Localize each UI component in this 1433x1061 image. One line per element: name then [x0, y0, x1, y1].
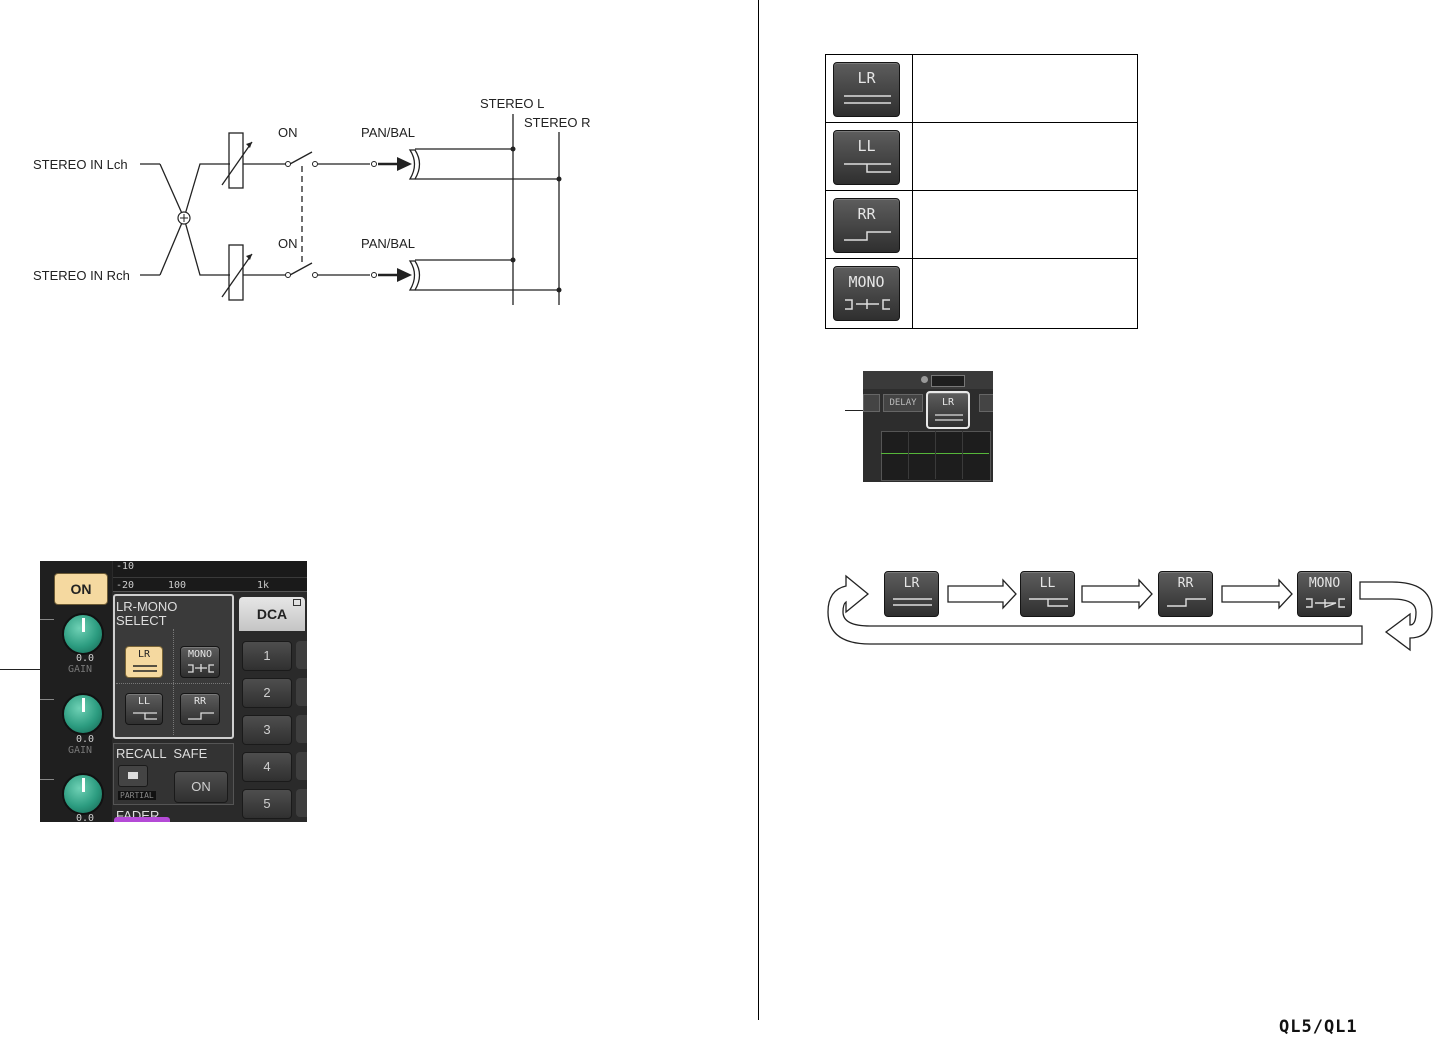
cycle-mono-button: MONO — [1297, 571, 1352, 617]
dca-button-3[interactable]: 3 — [242, 715, 292, 745]
mode-table: LR LL RR MONO — [825, 54, 1138, 329]
meter-scale-0: -20 — [116, 580, 135, 591]
lr-channel-icon — [935, 414, 963, 421]
console-screenshot: ON 0.0 GAIN 0.0 GAIN 0.0 -10 -20 100 1k … — [40, 561, 307, 822]
on-button[interactable]: ON — [54, 573, 108, 605]
dca-button-5[interactable]: 5 — [242, 789, 292, 819]
gain-knob-2[interactable] — [62, 693, 104, 735]
gain-value-1: 0.0 — [76, 653, 95, 664]
gain-label-1: GAIN — [68, 664, 93, 675]
on-label-bottom: ON — [278, 236, 298, 251]
window-icon — [128, 772, 138, 779]
pan-label-bottom: PAN/BAL — [361, 236, 415, 251]
pan-label-top: PAN/BAL — [361, 125, 415, 140]
delay-button: DELAY — [883, 394, 923, 412]
mode-row-mono: MONO — [826, 259, 1137, 328]
gain-knob-1[interactable] — [62, 613, 104, 655]
dca-button-4[interactable]: 4 — [242, 752, 292, 782]
page-divider — [758, 0, 759, 1020]
cycle-ll-icon — [1029, 598, 1068, 607]
ll-select-button[interactable]: LL — [125, 693, 163, 725]
meter-area — [113, 561, 307, 592]
meter-scale-1: 100 — [168, 580, 187, 591]
lr-mode-icon — [844, 95, 891, 104]
cycle-lr-icon — [893, 598, 932, 606]
stereo-r-label: STEREO R — [524, 115, 590, 130]
mono-mode-button: MONO — [833, 266, 900, 321]
dca-button-2[interactable]: 2 — [242, 678, 292, 708]
signal-flow-diagram: STEREO IN Lch STEREO IN Rch ON ON PAN/BA… — [33, 96, 590, 305]
channel-screenshot: DELAY LR — [863, 371, 993, 482]
cycle-rr-button: RR — [1158, 571, 1213, 617]
lr-mode-button: LR — [833, 62, 900, 117]
partial-label: PARTIAL — [118, 791, 156, 800]
cycle-lr-button: LR — [884, 571, 939, 617]
gain-knob-3[interactable] — [62, 773, 104, 815]
gain-label-2: GAIN — [68, 745, 93, 756]
product-logo: QL5/QL1 — [1279, 1017, 1358, 1037]
mono-mode-icon — [845, 299, 890, 310]
mode-cycle-diagram — [827, 574, 1433, 652]
meter-top-label: -10 — [116, 561, 135, 572]
ll-mode-button: LL — [833, 130, 900, 185]
lr-icon — [133, 665, 157, 672]
stereo-l-label: STEREO L — [480, 96, 544, 111]
callout-line-2 — [845, 410, 865, 411]
lr-mono-title: LR-MONO — [116, 599, 178, 614]
mono-icon — [188, 664, 214, 673]
mode-row-ll: LL — [826, 123, 1137, 191]
lr-select-button[interactable]: LR — [125, 646, 163, 678]
cycle-ll-button: LL — [1020, 571, 1075, 617]
cycle-mono-icon — [1306, 598, 1345, 608]
on-label-top: ON — [278, 125, 298, 140]
recall-safe-popup-button[interactable] — [118, 765, 148, 787]
ll-mode-icon — [844, 163, 891, 173]
meter-scale-2: 1k — [257, 580, 270, 591]
rr-mode-button: RR — [833, 198, 900, 253]
select-title: SELECT — [116, 613, 167, 628]
dca-button-1[interactable]: 1 — [242, 641, 292, 671]
rr-mode-icon — [844, 231, 891, 241]
mode-row-rr: RR — [826, 191, 1137, 259]
rr-icon — [188, 712, 214, 720]
dca-tab[interactable]: DCA — [239, 597, 305, 631]
phase-icon — [921, 376, 928, 383]
cycle-rr-icon — [1167, 598, 1206, 607]
mono-select-button[interactable]: MONO — [180, 646, 220, 678]
gain-value-3: 0.0 — [76, 813, 95, 822]
recall-safe-label: RECALL SAFE — [116, 746, 208, 761]
lr-channel-button: LR — [926, 391, 970, 429]
dca-popup-icon — [293, 599, 301, 606]
recall-safe-on-button[interactable]: ON — [174, 771, 228, 803]
rr-select-button[interactable]: RR — [180, 693, 220, 725]
input-l-label: STEREO IN Lch — [33, 157, 128, 172]
gain-value-2: 0.0 — [76, 734, 95, 745]
input-r-label: STEREO IN Rch — [33, 268, 130, 283]
ll-icon — [133, 712, 157, 720]
mode-row-lr: LR — [826, 55, 1137, 123]
